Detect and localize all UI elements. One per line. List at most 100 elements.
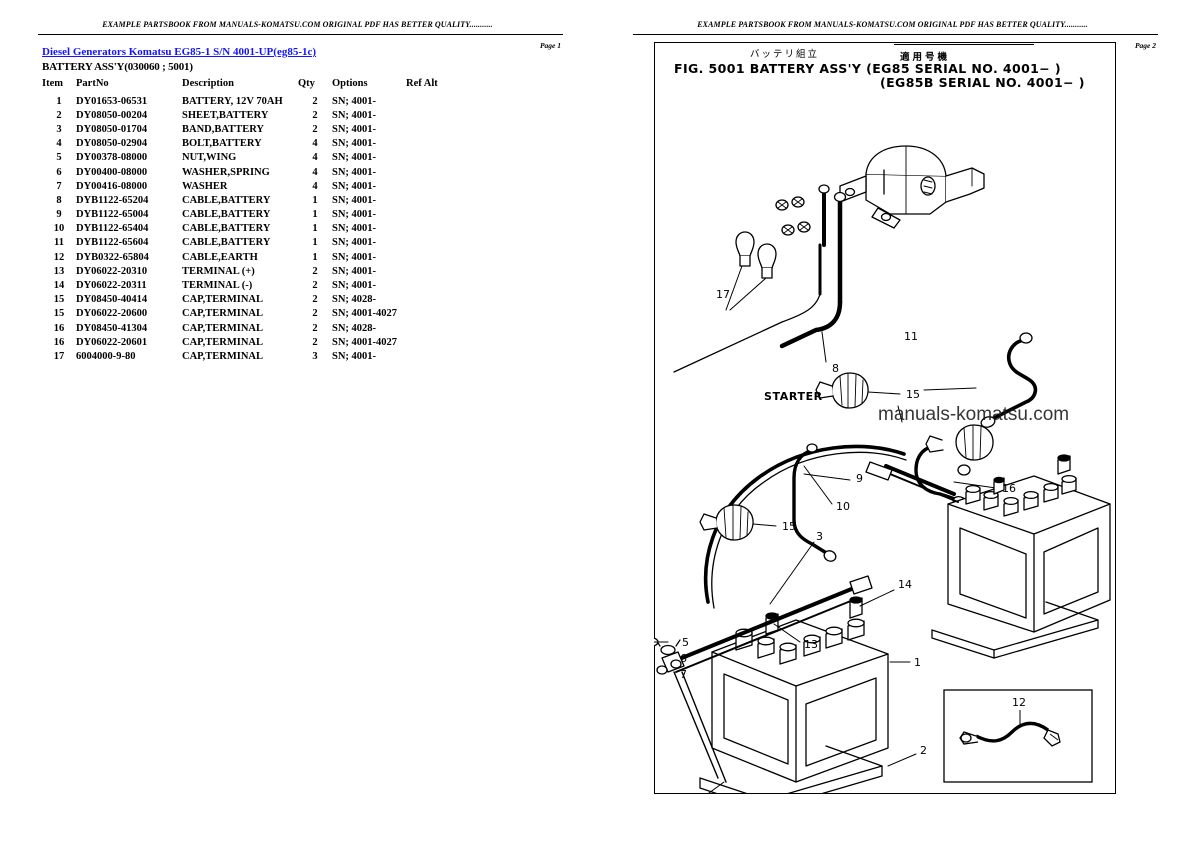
- cable-11: [923, 332, 1038, 428]
- row-options: SN; 4001-: [332, 223, 377, 235]
- row-options: SN; 4001-: [332, 123, 377, 135]
- assembly-title: BATTERY ASS'Y(030060 ; 5001): [42, 61, 193, 73]
- row-qty: 2: [312, 109, 318, 121]
- row-refalt: [406, 94, 456, 108]
- row-partno: DY01653-06531: [76, 95, 148, 107]
- row-options: SN; 4001-: [332, 350, 377, 362]
- battery-assembly-illustration: 17 8 15 - 11 10 9 15 16 3 5 6 7 13 14 1 …: [654, 145, 1111, 794]
- breadcrumb-link[interactable]: Diesel Generators Komatsu EG85-1 S/N 400…: [42, 46, 317, 58]
- row-options: SN; 4001-: [332, 138, 377, 150]
- battery-right: [865, 454, 1111, 659]
- row-description: CAP,TERMINAL: [182, 336, 263, 348]
- starter-motor-part: [839, 145, 985, 229]
- row-description: WASHER: [182, 180, 228, 192]
- terminal-cap-15-lower: [699, 504, 777, 541]
- row-item: 4: [56, 138, 62, 150]
- row-description: TERMINAL (+): [182, 265, 255, 277]
- row-description: CABLE,BATTERY: [182, 194, 271, 206]
- callout-9: 9: [856, 472, 863, 485]
- left-page-header: EXAMPLE PARTSBOOK FROM MANUALS-KOMATSU.C…: [0, 20, 595, 50]
- row-item: 12: [53, 251, 65, 263]
- header-note-right: EXAMPLE PARTSBOOK FROM MANUALS-KOMATSU.C…: [697, 20, 1088, 29]
- callout-16: 16: [1002, 482, 1016, 495]
- row-item: 15: [53, 308, 65, 320]
- row-item: 11: [54, 237, 64, 249]
- inset-detail-12: 12: [943, 689, 1093, 783]
- row-options: SN; 4001-: [332, 209, 377, 221]
- row-description: SHEET,BATTERY: [182, 109, 269, 121]
- row-qty: 4: [312, 180, 318, 192]
- row-item: 10: [53, 223, 65, 235]
- row-refalt: [406, 108, 456, 122]
- row-options: SN; 4001-: [332, 180, 377, 192]
- callout-13: 13: [804, 638, 818, 651]
- japanese-serial-label: 適用号機: [900, 52, 951, 63]
- row-refalt: [406, 179, 456, 193]
- figure-title-block: バッテリ組立 適用号機 FIG. 5001 BATTERY ASS'Y (EG8…: [654, 44, 1116, 92]
- callout-15a: 15: [906, 388, 920, 401]
- row-partno: DY06022-20601: [76, 336, 148, 348]
- row-description: NUT,WING: [182, 152, 237, 164]
- left-page: EXAMPLE PARTSBOOK FROM MANUALS-KOMATSU.C…: [0, 20, 595, 363]
- column-header-partno: PartNo: [76, 78, 109, 89]
- row-qty: 2: [312, 294, 318, 306]
- row-description: BOLT,BATTERY: [182, 138, 262, 150]
- row-qty: 2: [312, 308, 318, 320]
- row-item: 15: [53, 294, 65, 306]
- row-qty: 1: [312, 251, 318, 263]
- row-qty: 2: [312, 336, 318, 348]
- row-description: TERMINAL (-): [182, 280, 253, 292]
- column-header-qty: Qty: [298, 78, 315, 89]
- row-refalt: [406, 307, 456, 321]
- row-description: CAP,TERMINAL: [182, 350, 263, 362]
- row-item: 3: [56, 123, 62, 135]
- callout-8: 8: [832, 362, 839, 375]
- row-item: 9: [56, 209, 62, 221]
- row-description: CAP,TERMINAL: [182, 294, 263, 306]
- column-header-description: Description: [182, 78, 234, 89]
- row-options: SN; 4001-: [332, 194, 377, 206]
- row-qty: 2: [312, 322, 318, 334]
- starter-label: STARTER: [764, 390, 823, 403]
- row-partno: DY08050-02904: [76, 138, 148, 150]
- row-options: SN; 4001-: [332, 237, 377, 249]
- table-row[interactable]: 2 DY08050-00204 SHEET,BATTERY 2 SN; 4001-: [42, 108, 456, 122]
- row-description: CABLE,BATTERY: [182, 223, 271, 235]
- row-description: BAND,BATTERY: [182, 123, 264, 135]
- figure-title-line1: FIG. 5001 BATTERY ASS'Y (EG85 SERIAL NO.…: [674, 61, 1062, 76]
- row-refalt: [406, 165, 456, 179]
- right-page: EXAMPLE PARTSBOOK FROM MANUALS-KOMATSU.C…: [595, 0, 1190, 842]
- row-description: WASHER,SPRING: [182, 166, 270, 178]
- row-partno: DY08050-00204: [76, 109, 148, 121]
- row-options: SN; 4001-: [332, 152, 377, 164]
- row-item: 7: [56, 180, 62, 192]
- row-refalt: [406, 335, 456, 349]
- callout-14: 14: [898, 578, 912, 591]
- starter-terminal-hardware: [673, 184, 847, 373]
- row-item: 5: [56, 152, 62, 164]
- right-page-header: EXAMPLE PARTSBOOK FROM MANUALS-KOMATSU.C…: [595, 20, 1190, 50]
- row-description: CABLE,BATTERY: [182, 237, 271, 249]
- row-item: 16: [53, 336, 65, 348]
- row-item: 2: [56, 109, 62, 121]
- row-options: SN; 4001-: [332, 109, 377, 121]
- row-refalt: [406, 264, 456, 278]
